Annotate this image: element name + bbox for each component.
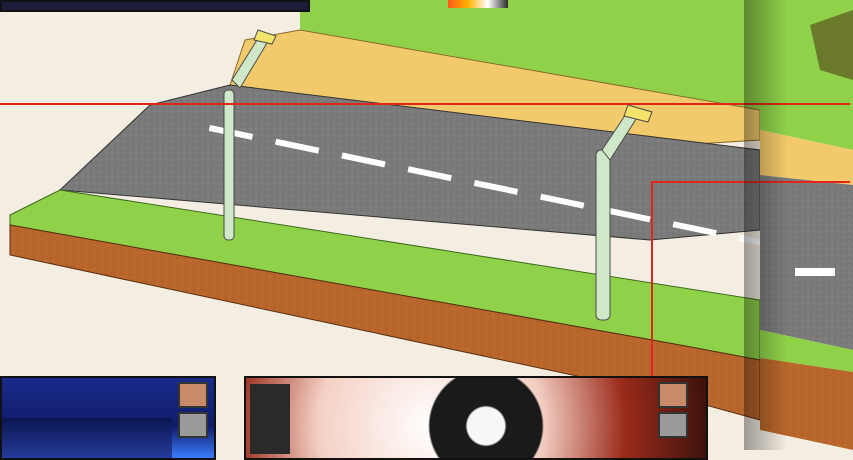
top-thumbnail-icons (448, 0, 508, 8)
inventory-slot-icon (178, 412, 208, 438)
top-screenshot-thumbnail (0, 0, 310, 12)
inventory-slot-icon (658, 382, 688, 408)
portrait-screenshot-thumbnail (244, 376, 708, 460)
side-page-road (760, 175, 853, 350)
side-page-soil (760, 358, 853, 450)
inventory-slot-icon (658, 412, 688, 438)
night-city-screenshot-thumbnail (0, 376, 216, 460)
side-page-lane-dash (795, 268, 835, 276)
character-icon (250, 384, 290, 454)
inventory-slot-icon (178, 382, 208, 408)
portrait-face (406, 378, 566, 458)
city-skyline (2, 418, 172, 458)
street-diorama-illustration (0, 0, 853, 450)
